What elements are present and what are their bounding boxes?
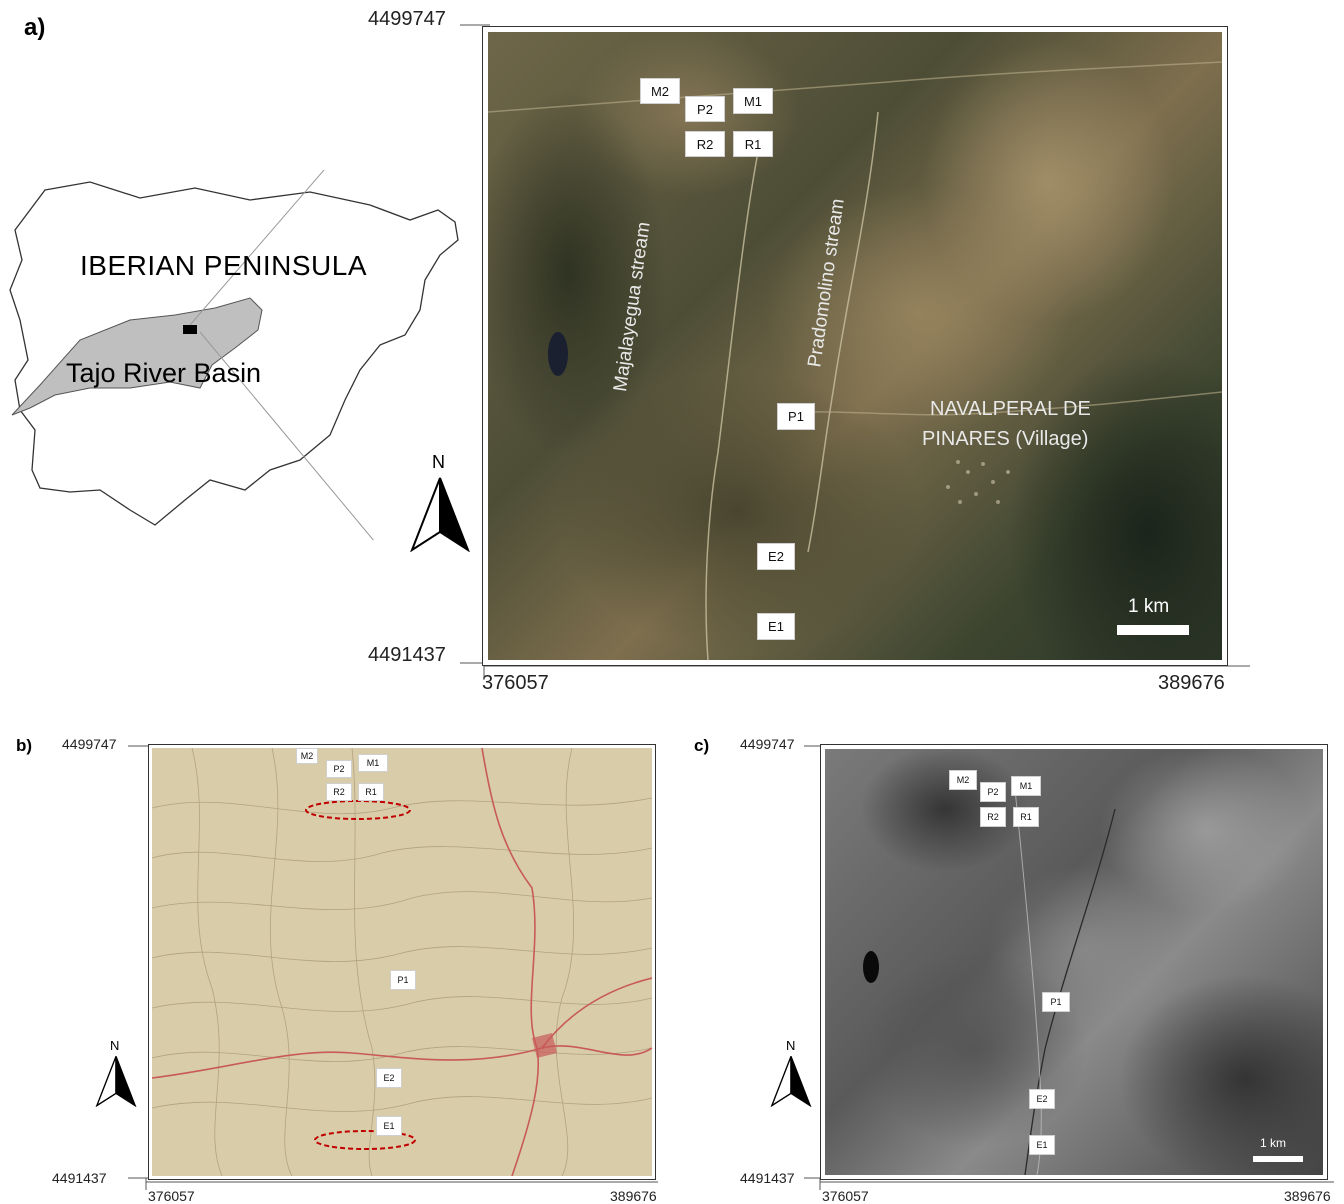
reservoir-bw bbox=[863, 951, 879, 983]
road-line-2 bbox=[787, 391, 1222, 416]
panel-b-site-e1-tag: E1 bbox=[376, 1116, 402, 1136]
panel-b-top-y: 4499747 bbox=[62, 736, 117, 752]
panel-c-site-e2-tag: E2 bbox=[1029, 1089, 1055, 1109]
panel-c-bw-aerial-map bbox=[825, 749, 1323, 1175]
panel-b-site-r2-tag: R2 bbox=[326, 783, 352, 801]
village-label-line1: NAVALPERAL DE bbox=[930, 398, 1091, 420]
panel-a-north-label: N bbox=[432, 452, 445, 472]
tajo-basin-label: Tajo River Basin bbox=[66, 358, 262, 388]
study-area-marker bbox=[183, 325, 197, 334]
site-m2-tag: M2 bbox=[640, 78, 680, 104]
panel-b-site-e2-tag: E2 bbox=[376, 1068, 402, 1088]
panel-a-north-arrow-icon bbox=[410, 477, 470, 552]
panel-b-left-x: 376057 bbox=[148, 1188, 195, 1204]
iberian-peninsula-inset bbox=[9, 170, 459, 540]
site-p2-tag: P2 bbox=[685, 96, 725, 122]
panel-b-bottom-y: 4491437 bbox=[52, 1170, 107, 1186]
panel-b-site-p2-tag: P2 bbox=[326, 760, 352, 778]
panel-c-left-x: 376057 bbox=[822, 1188, 869, 1204]
town-marker bbox=[532, 1033, 557, 1058]
panel-a-left-x: 376057 bbox=[482, 672, 549, 694]
panel-a-satellite-map bbox=[488, 32, 1222, 660]
site-r2-tag: R2 bbox=[685, 131, 725, 157]
panel-a-right-x: 389676 bbox=[1158, 672, 1225, 694]
panel-c-scale-label: 1 km bbox=[1260, 1136, 1287, 1150]
panel-c-north-label: N bbox=[786, 1038, 796, 1053]
panel-c-site-p1-tag: P1 bbox=[1042, 992, 1070, 1012]
panel-b-site-p1-tag: P1 bbox=[390, 970, 416, 990]
panel-c-top-y: 4499747 bbox=[740, 736, 795, 752]
panel-b-topographic-map bbox=[152, 748, 652, 1176]
site-e1-tag: E1 bbox=[757, 613, 795, 640]
panel-c-site-m2-tag: M2 bbox=[949, 770, 977, 790]
panel-c-right-x: 389676 bbox=[1284, 1188, 1331, 1204]
contour-lines bbox=[152, 748, 652, 1176]
panel-a-top-y: 4499747 bbox=[368, 8, 446, 30]
zoom-line-top bbox=[189, 170, 325, 326]
panel-b-right-x: 389676 bbox=[610, 1188, 657, 1204]
panel-b-highlight-ellipses bbox=[305, 800, 416, 1150]
panel-b-north-arrow-icon bbox=[95, 1056, 137, 1107]
reservoir bbox=[548, 332, 568, 376]
panel-a-scale-label: 1 km bbox=[1128, 596, 1170, 617]
village-label-line2: PINARES (Village) bbox=[922, 428, 1089, 450]
zoom-line-bottom bbox=[199, 331, 374, 540]
stream-line-bw bbox=[1024, 808, 1116, 1175]
panel-b-site-m2-tag: M2 bbox=[296, 748, 318, 764]
stream-line-pradomolino bbox=[807, 111, 879, 553]
panel-b-site-m1-tag: M1 bbox=[358, 754, 388, 772]
panel-a-bottom-y: 4491437 bbox=[368, 644, 446, 666]
tajo-basin bbox=[11, 297, 263, 416]
panel-b-letter: b) bbox=[16, 736, 33, 755]
panel-c-site-r2-tag: R2 bbox=[980, 807, 1006, 827]
panel-b-site-r1-tag: R1 bbox=[358, 783, 384, 801]
panel-c-letter: c) bbox=[694, 736, 710, 755]
road-line bbox=[488, 61, 1222, 113]
panel-c-bottom-y: 4491437 bbox=[740, 1170, 795, 1186]
village-area bbox=[946, 460, 1010, 504]
stream-line-majalayegua bbox=[705, 151, 759, 660]
panel-c-north-arrow-icon bbox=[770, 1056, 812, 1107]
site-p1-tag: P1 bbox=[777, 403, 815, 430]
panel-c-scale-bar bbox=[1253, 1156, 1303, 1162]
panel-b-north-label: N bbox=[110, 1038, 120, 1053]
panel-c-site-e1-tag: E1 bbox=[1029, 1135, 1055, 1155]
panel-a-letter: a) bbox=[24, 14, 46, 41]
site-r1-tag: R1 bbox=[733, 131, 773, 157]
peninsula-outline bbox=[9, 181, 459, 526]
path-line-bw bbox=[1014, 788, 1042, 1175]
panel-a-scale-bar bbox=[1117, 625, 1189, 635]
panel-c-site-m1-tag: M1 bbox=[1011, 776, 1041, 796]
site-e2-tag: E2 bbox=[757, 543, 795, 570]
panel-c-site-r1-tag: R1 bbox=[1013, 807, 1039, 827]
iberian-peninsula-label: IBERIAN PENINSULA bbox=[80, 250, 368, 281]
site-m1-tag: M1 bbox=[733, 88, 773, 114]
panel-c-site-p2-tag: P2 bbox=[980, 782, 1006, 802]
